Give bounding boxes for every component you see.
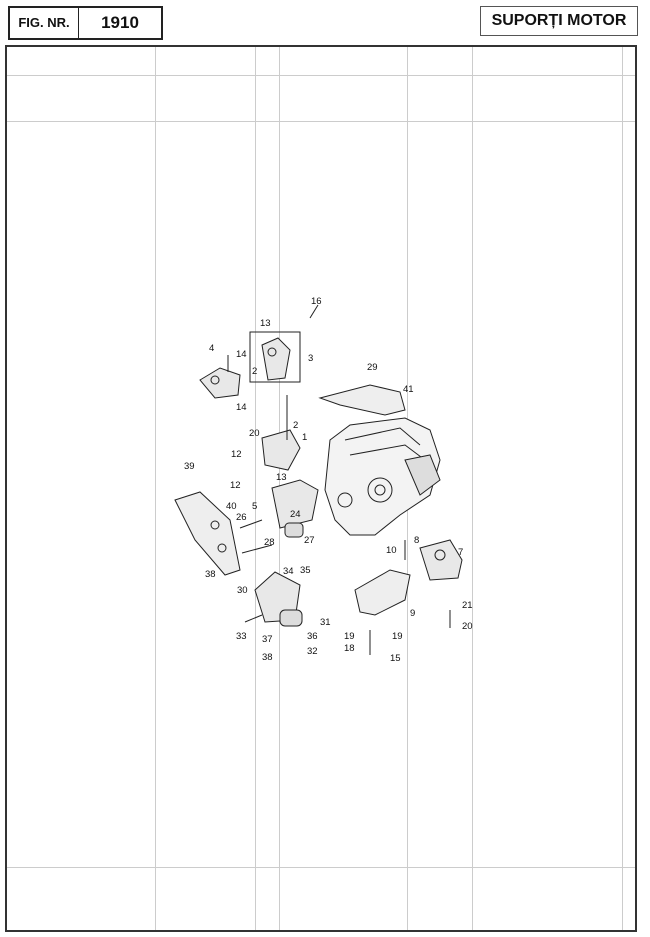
- callout-38: 38: [205, 569, 216, 580]
- page-title: SUPORȚI MOTOR: [480, 6, 638, 36]
- ghost-table-line: [7, 867, 635, 868]
- callout-4: 4: [209, 343, 214, 354]
- callout-36: 37: [262, 634, 273, 645]
- callout-2b: 2: [293, 420, 298, 431]
- callout-15: 15: [390, 653, 401, 664]
- callout-18: 19: [344, 631, 355, 642]
- callout-31: 32: [307, 646, 318, 657]
- callout-24: 24: [290, 509, 301, 520]
- figure-number-box: FIG. NR. 1910: [8, 6, 163, 40]
- callout-14b: 14: [236, 402, 247, 413]
- callout-9: 9: [410, 608, 415, 619]
- ghost-table-line: [155, 47, 156, 930]
- figure-number-label: FIG. NR.: [10, 8, 79, 38]
- callout-39: 39: [184, 461, 195, 472]
- callout-8: 8: [414, 535, 419, 546]
- callout-32: 33: [236, 631, 247, 642]
- callout-40: 40: [226, 501, 237, 512]
- ghost-table-line: [472, 47, 473, 930]
- ghost-table-line: [7, 75, 635, 76]
- callout-29: 30: [237, 585, 248, 596]
- callout-18b: 19: [392, 631, 403, 642]
- callout-13: 13: [260, 318, 271, 329]
- callout-27: 28: [264, 537, 275, 548]
- callout-17: 18: [344, 643, 355, 654]
- callout-13b: 13: [276, 472, 287, 483]
- engine-block: [324, 417, 441, 536]
- callout-35: 36: [307, 631, 318, 642]
- callout-19: 20: [462, 621, 473, 632]
- callout-3: 3: [308, 353, 313, 364]
- figure-number-value: 1910: [101, 13, 139, 32]
- callout-21: 20: [249, 428, 260, 439]
- callout-5: 5: [252, 501, 257, 512]
- callout-20: 21: [462, 600, 473, 611]
- callout-11: 12: [231, 449, 242, 460]
- callout-25: 26: [236, 512, 247, 523]
- callout-10: 10: [386, 545, 397, 556]
- callout-33: 34: [283, 566, 294, 577]
- ghost-table-line: [622, 47, 623, 930]
- callout-1: 1: [302, 432, 307, 443]
- ghost-table-line: [255, 47, 256, 930]
- callout-16: 16: [311, 296, 322, 307]
- callout-34: 35: [300, 565, 311, 576]
- callout-28: 29: [367, 362, 378, 373]
- callout-2: 2: [252, 366, 257, 377]
- callout-41: 41: [403, 384, 414, 395]
- callout-12: 12: [230, 480, 241, 491]
- ghost-table-line: [7, 121, 635, 122]
- callout-37: 38: [262, 652, 273, 663]
- callout-labels: 16 13 4 14 3 2 29 41 14 2 20 1 12 39 13 …: [184, 296, 473, 664]
- callout-30: 31: [320, 617, 331, 628]
- callout-7: 7: [458, 547, 463, 558]
- callout-14: 14: [236, 349, 247, 360]
- callout-26: 27: [304, 535, 315, 546]
